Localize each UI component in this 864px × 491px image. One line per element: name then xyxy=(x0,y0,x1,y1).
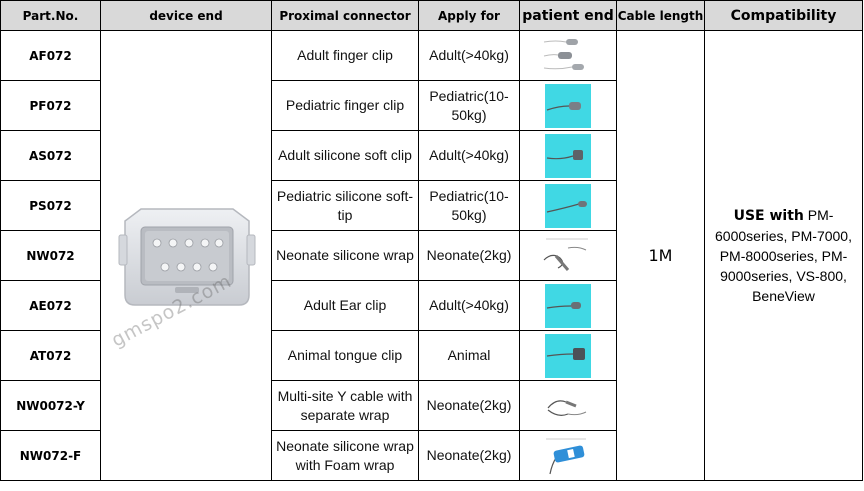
table-row: PS072 Pediatric silicone soft-tip Pediat… xyxy=(0,180,863,231)
apply-for-cell: Neonate(2kg) xyxy=(418,230,520,281)
table-row: AF072 xyxy=(0,30,863,481)
patient-end-cell xyxy=(519,80,617,131)
proximal-connector-cell: Neonate silicone wrap with Foam wrap xyxy=(271,430,419,481)
device-end-cell: gmspo2.com xyxy=(100,30,272,481)
table-row: NW072-F Neonate silicone wrap with Foam … xyxy=(0,430,863,481)
proximal-connector-cell: Pediatric finger clip xyxy=(271,80,419,131)
tongue-clip-icon xyxy=(545,333,591,378)
finger-clip-icon xyxy=(545,83,591,128)
header-apply-for: Apply for xyxy=(418,0,520,31)
product-spec-table: Part.No. device end Proximal connector A… xyxy=(0,0,863,481)
table-row: NW0072-Y Multi-site Y cable with separat… xyxy=(0,380,863,431)
part-number: PF072 xyxy=(0,80,101,131)
part-number: NW072-F xyxy=(0,430,101,481)
part-number: NW072 xyxy=(0,230,101,281)
patient-end-cell xyxy=(519,130,617,181)
header-cable-length: Cable length xyxy=(616,0,705,31)
header-proximal-connector: Proximal connector xyxy=(271,0,419,31)
proximal-connector-cell: Adult finger clip xyxy=(271,30,419,81)
apply-for-cell: Pediatric(10-50kg) xyxy=(418,80,520,131)
part-number: PS072 xyxy=(0,180,101,231)
header-row: Part.No. device end Proximal connector A… xyxy=(0,0,863,31)
cable-length-cell: 1M xyxy=(616,30,705,481)
table-row: NW072 Neonate silicone wrap Neonate(2kg) xyxy=(0,230,863,281)
apply-for-cell: Adult(>40kg) xyxy=(418,130,520,181)
wrap-sensor-icon xyxy=(538,233,598,278)
proximal-connector-cell: Adult Ear clip xyxy=(271,280,419,331)
proximal-connector-cell: Pediatric silicone soft-tip xyxy=(271,180,419,231)
apply-for-cell: Adult(>40kg) xyxy=(418,30,520,81)
apply-for-cell: Neonate(2kg) xyxy=(418,380,520,431)
patient-end-cell xyxy=(519,30,617,81)
spo2-connector-icon xyxy=(118,208,256,306)
patient-end-cell xyxy=(519,180,617,231)
part-number: AS072 xyxy=(0,130,101,181)
table-row: AT072 Animal tongue clip Animal xyxy=(0,330,863,381)
foam-wrap-icon xyxy=(538,433,598,478)
proximal-connector-cell: Neonate silicone wrap xyxy=(271,230,419,281)
ear-clip-icon xyxy=(545,283,591,328)
part-number: AE072 xyxy=(0,280,101,331)
patient-end-cell xyxy=(519,380,617,431)
finger-clip-icon xyxy=(540,35,596,76)
compatibility-models: PM-6000series, PM-7000, PM-8000series, P… xyxy=(715,207,852,304)
part-number: NW0072-Y xyxy=(0,380,101,431)
patient-end-cell xyxy=(519,430,617,481)
table-row: AE072 Adult Ear clip Adult(>40kg) xyxy=(0,280,863,331)
apply-for-cell: Adult(>40kg) xyxy=(418,280,520,331)
patient-end-cell xyxy=(519,230,617,281)
part-number: AF072 xyxy=(0,30,101,81)
part-number: AT072 xyxy=(0,330,101,381)
proximal-connector-cell: Adult silicone soft clip xyxy=(271,130,419,181)
compatibility-lead: USE with xyxy=(733,208,804,224)
patient-end-cell xyxy=(519,280,617,331)
header-compatibility: Compatibility xyxy=(704,0,863,31)
patient-end-cell xyxy=(519,330,617,381)
proximal-connector-cell: Multi-site Y cable with separate wrap xyxy=(271,380,419,431)
apply-for-cell: Neonate(2kg) xyxy=(418,430,520,481)
soft-tip-sensor-icon xyxy=(545,183,591,228)
header-part-no: Part.No. xyxy=(0,0,101,31)
apply-for-cell: Animal xyxy=(418,330,520,381)
y-cable-icon xyxy=(538,383,598,428)
header-patient-end: patient end xyxy=(519,0,617,31)
compatibility-cell: USE with PM-6000series, PM-7000, PM-8000… xyxy=(704,30,863,481)
apply-for-cell: Pediatric(10-50kg) xyxy=(418,180,520,231)
header-device-end: device end xyxy=(100,0,272,31)
soft-tip-sensor-icon xyxy=(545,133,591,178)
proximal-connector-cell: Animal tongue clip xyxy=(271,330,419,381)
